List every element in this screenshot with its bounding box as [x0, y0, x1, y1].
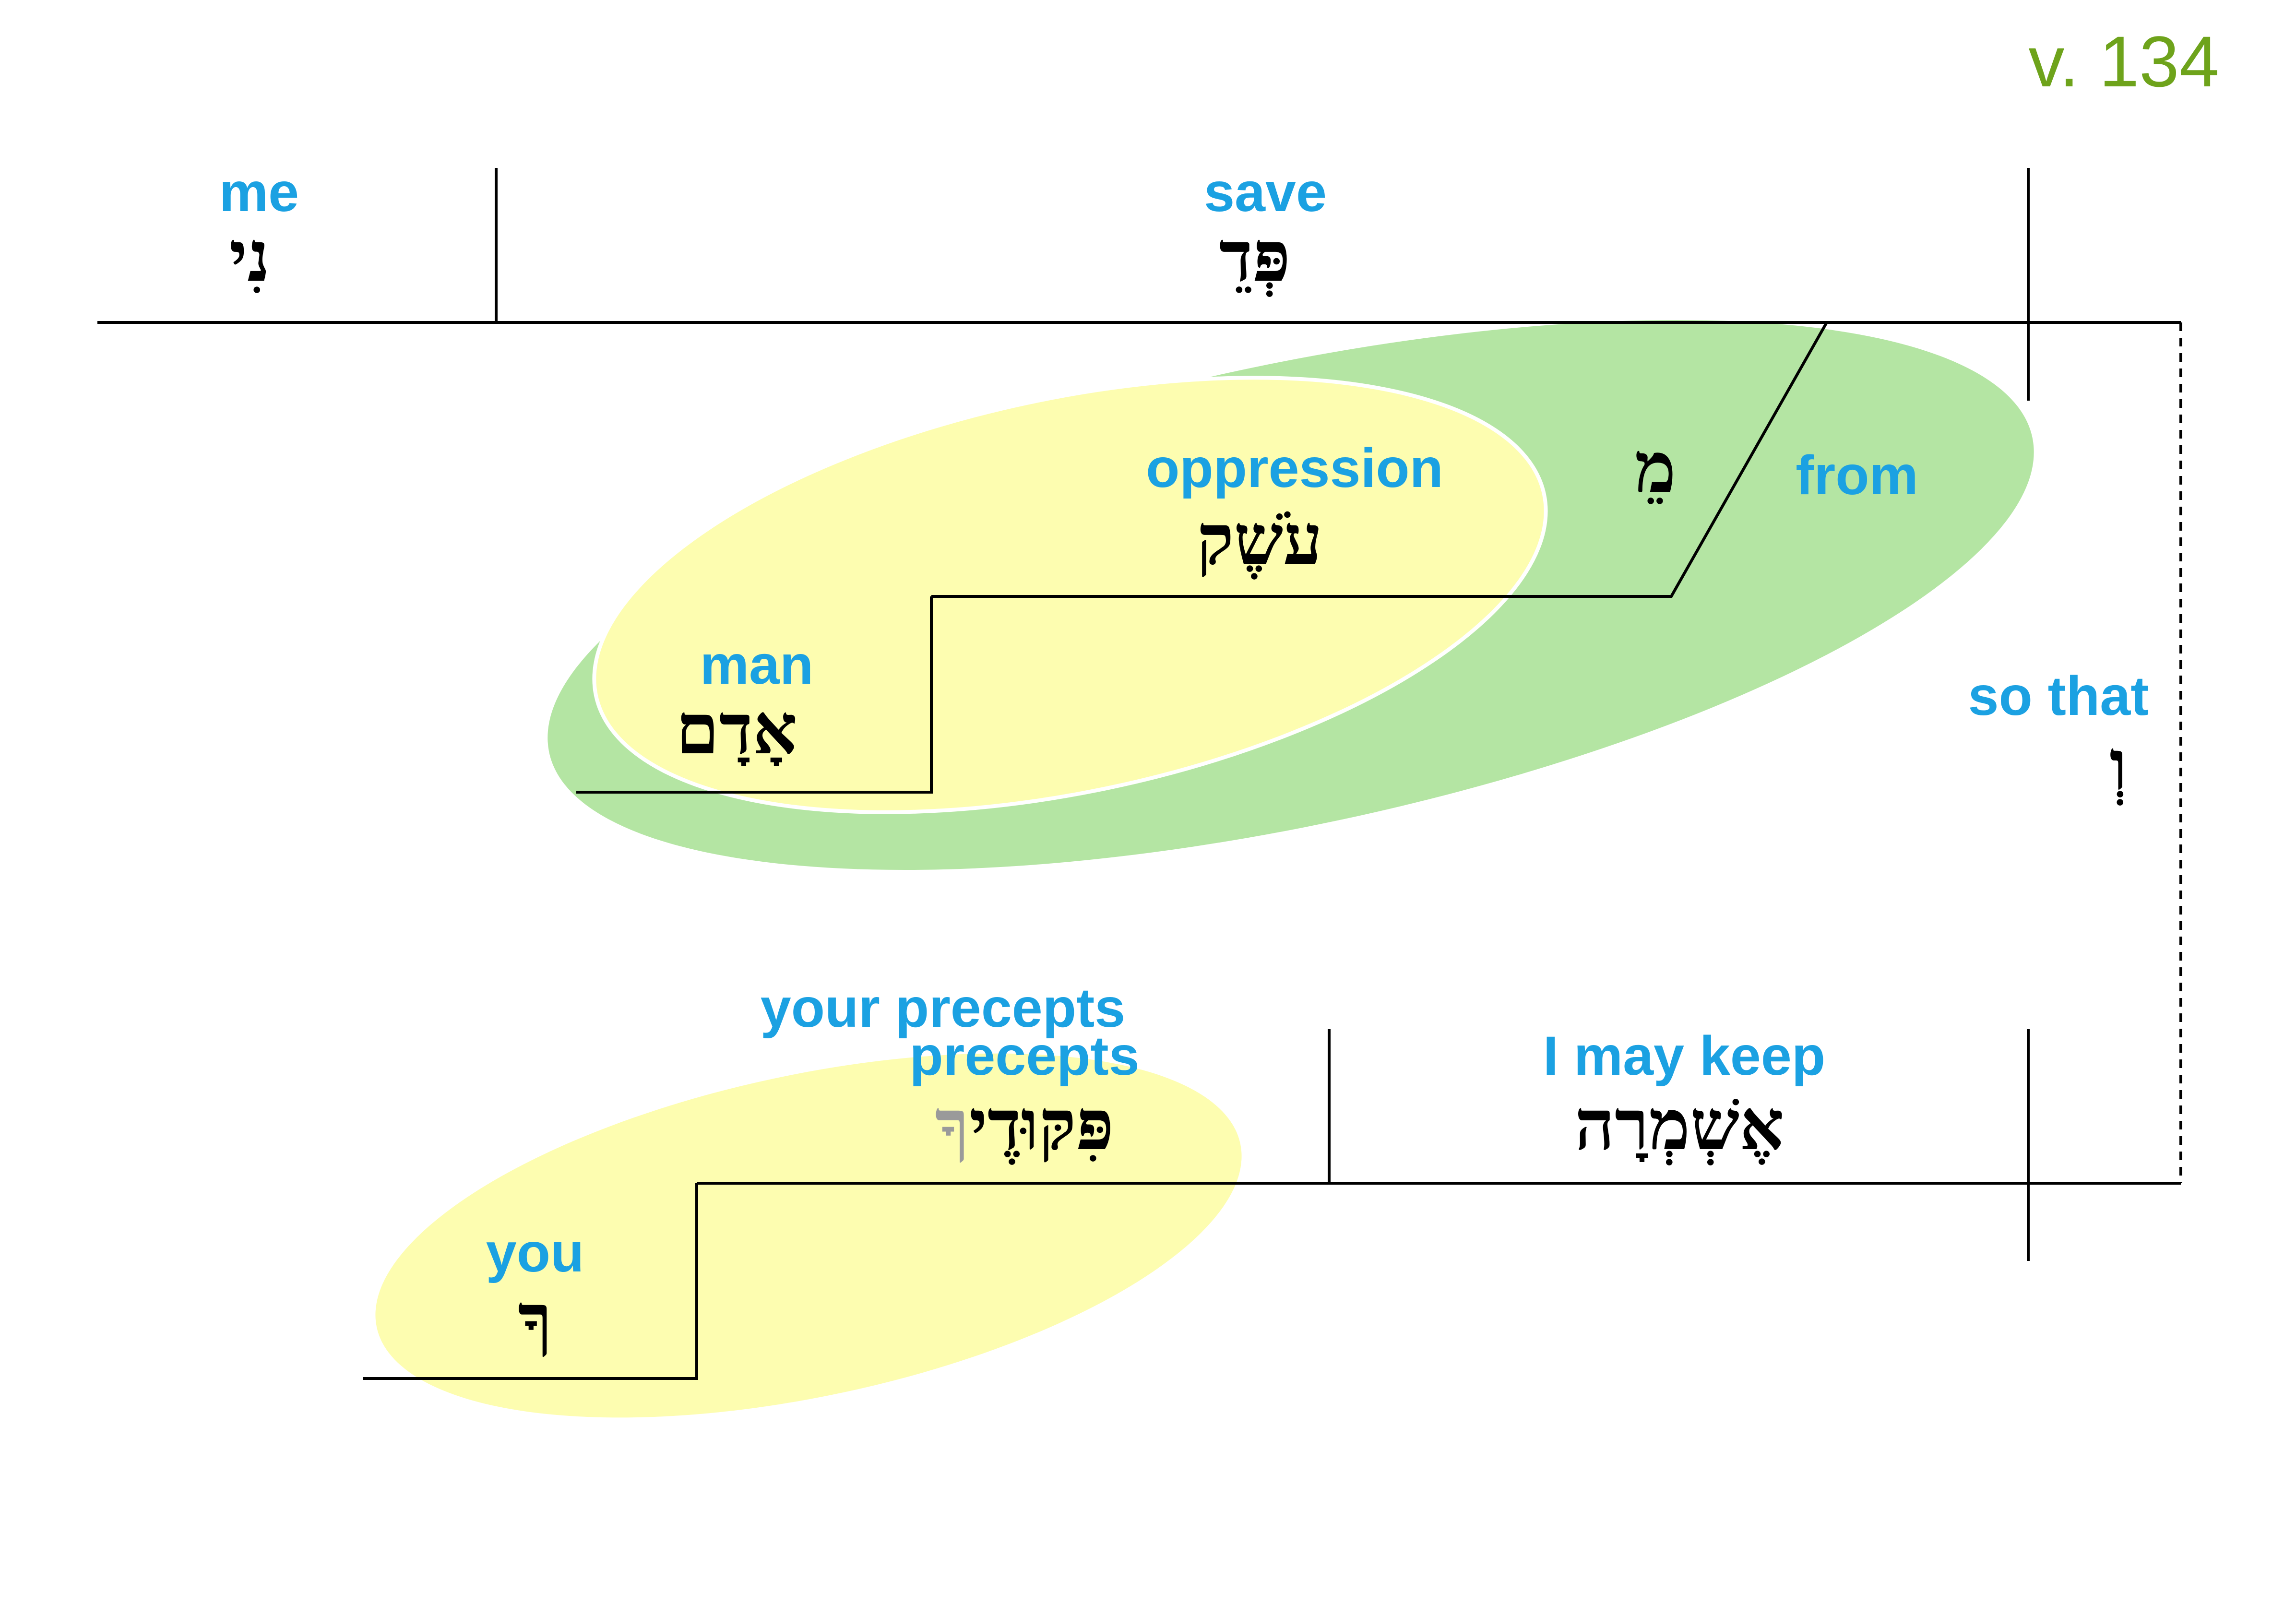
purpose-verb-gloss: I may keep — [1543, 1025, 1825, 1087]
verb-hebrew: פְּדֵ — [1219, 216, 1291, 297]
purpose-verb-hebrew: אֶשְׁמְרָה — [1575, 1084, 1784, 1166]
verse-label: v. 134 — [2029, 21, 2220, 102]
prep-object-gloss: oppression — [1146, 438, 1443, 499]
purpose-object-hebrew: פִּקּוּדֶיךָ — [935, 1084, 1114, 1166]
object-hebrew: נִי — [229, 216, 270, 297]
modifier-hebrew: אָדָם — [676, 689, 797, 770]
object-gloss: me — [219, 162, 299, 223]
possessor-hebrew: ךָ — [518, 1279, 552, 1360]
prep-object-hebrew: עֹשֶׁק — [1197, 499, 1322, 581]
modifier-step-line — [576, 596, 933, 794]
purpose-object-gloss-line2: precepts — [909, 1025, 1139, 1087]
modifier-gloss: man — [700, 634, 813, 696]
conjunction-gloss: so that — [1968, 665, 2149, 727]
possessor-step-line — [363, 1183, 698, 1380]
verb-gloss: save — [1204, 162, 1327, 223]
conjunction-hebrew: וְ — [2109, 725, 2127, 806]
purpose-object-gloss-line1: your precepts — [761, 977, 1126, 1039]
possessor-gloss: you — [486, 1222, 584, 1283]
yellow-group-ellipse-bottom — [375, 1053, 1242, 1418]
purpose-object-hebrew-stem: פִּקּוּדֶי — [969, 1084, 1114, 1166]
prep-diagonal-line — [931, 321, 1828, 598]
preposition-gloss: from — [1796, 445, 1918, 506]
purpose-object-hebrew-suffix: ךָ — [935, 1084, 969, 1166]
preposition-hebrew: מֵ — [1635, 427, 1676, 509]
